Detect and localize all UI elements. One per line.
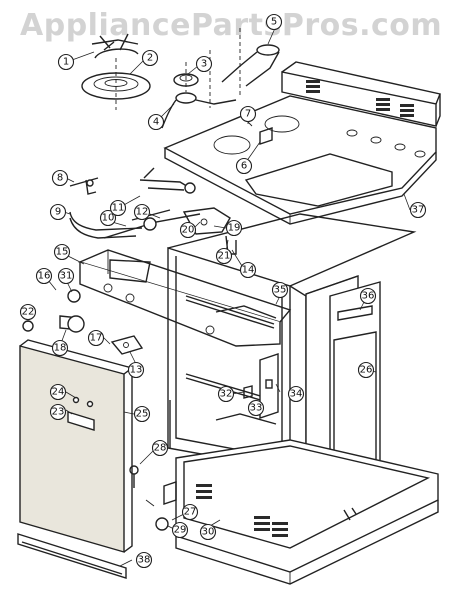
callout-13: 13	[127, 361, 145, 379]
svg-text:12: 12	[136, 207, 149, 218]
svg-text:16: 16	[38, 271, 51, 282]
svg-text:8: 8	[57, 173, 63, 184]
burner-tube-right	[209, 28, 280, 108]
callout-3: 3	[195, 55, 213, 73]
gas-manifold-pipe	[69, 167, 196, 239]
svg-text:38: 38	[138, 555, 151, 566]
svg-text:25: 25	[136, 409, 149, 420]
callout-4: 4	[147, 113, 165, 131]
svg-text:27: 27	[184, 507, 197, 518]
callout-22: 22	[19, 303, 37, 321]
control-bracket	[110, 335, 144, 355]
svg-text:15: 15	[56, 247, 69, 258]
cabinet-door	[19, 339, 134, 553]
callout-38: 38	[135, 551, 153, 569]
callout-25: 25	[133, 405, 151, 423]
callout-17: 17	[87, 329, 105, 347]
callout-15: 15	[53, 243, 71, 261]
svg-text:26: 26	[360, 365, 373, 376]
callout-11: 11	[109, 199, 127, 217]
callout-23: 23	[49, 403, 67, 421]
svg-text:28: 28	[154, 443, 167, 454]
svg-text:10: 10	[102, 213, 115, 224]
callout-14: 14	[239, 261, 257, 279]
svg-text:3: 3	[201, 59, 207, 70]
callout-21: 21	[215, 247, 233, 265]
svg-text:33: 33	[250, 403, 263, 414]
callout-18: 18	[51, 339, 69, 357]
callout-29: 29	[171, 521, 189, 539]
svg-text:18: 18	[54, 343, 67, 354]
svg-text:35: 35	[274, 285, 287, 296]
svg-text:5: 5	[271, 17, 277, 28]
callout-34: 34	[287, 385, 305, 403]
callout-16: 16	[35, 267, 53, 285]
svg-text:6: 6	[241, 161, 247, 172]
callout-37: 37	[409, 201, 427, 219]
control-panel	[77, 249, 292, 347]
svg-text:32: 32	[220, 389, 233, 400]
svg-text:9: 9	[55, 207, 61, 218]
knob-assembly	[22, 289, 85, 333]
svg-text:19: 19	[228, 223, 241, 234]
svg-text:1: 1	[63, 57, 69, 68]
svg-text:20: 20	[182, 225, 195, 236]
callout-2: 2	[141, 49, 159, 67]
callout-24: 24	[49, 383, 67, 401]
svg-text:21: 21	[218, 251, 231, 262]
svg-text:2: 2	[147, 53, 153, 64]
callout-9: 9	[49, 203, 67, 221]
callout-5: 5	[265, 13, 283, 31]
watermark: AppliancePartsPros.com	[20, 8, 443, 43]
svg-text:17: 17	[90, 333, 103, 344]
callout-33: 33	[247, 399, 265, 417]
svg-text:13: 13	[130, 365, 143, 376]
burner-bowl	[81, 58, 151, 110]
callout-26: 26	[357, 361, 375, 379]
leveling-hardware	[129, 465, 177, 531]
svg-text:11: 11	[112, 203, 125, 214]
svg-text:24: 24	[52, 387, 65, 398]
callout-1: 1	[57, 53, 75, 71]
base-plinth	[175, 439, 439, 585]
svg-text:31: 31	[60, 271, 73, 282]
body-lower-box	[169, 400, 277, 448]
callout-10: 10	[99, 209, 117, 227]
callout-20: 20	[179, 221, 197, 239]
svg-text:22: 22	[22, 307, 35, 318]
svg-text:30: 30	[202, 527, 215, 538]
callout-7: 7	[239, 105, 257, 123]
svg-text:7: 7	[245, 109, 251, 120]
callout-35: 35	[271, 281, 289, 299]
callout-36: 36	[359, 287, 377, 305]
callout-8: 8	[51, 169, 69, 187]
cooktop	[163, 95, 437, 225]
burner-grate	[91, 33, 139, 59]
door-kick-strip	[17, 533, 127, 579]
callout-31: 31	[57, 267, 75, 285]
callout-12: 12	[133, 203, 151, 221]
callout-32: 32	[217, 385, 235, 403]
svg-text:14: 14	[242, 265, 255, 276]
callout-6: 6	[235, 157, 253, 175]
svg-text:36: 36	[362, 291, 375, 302]
svg-text:34: 34	[290, 389, 303, 400]
igniter	[69, 177, 99, 195]
backsplash	[281, 61, 441, 127]
callout-19: 19	[225, 219, 243, 237]
callout-27: 27	[181, 503, 199, 521]
svg-text:29: 29	[174, 525, 187, 536]
svg-text:37: 37	[412, 205, 425, 216]
callout-28: 28	[151, 439, 169, 457]
svg-text:4: 4	[153, 117, 159, 128]
switch-box	[243, 353, 279, 419]
svg-text:23: 23	[52, 407, 65, 418]
burner-tube-left	[161, 62, 237, 129]
callout-30: 30	[199, 523, 217, 541]
